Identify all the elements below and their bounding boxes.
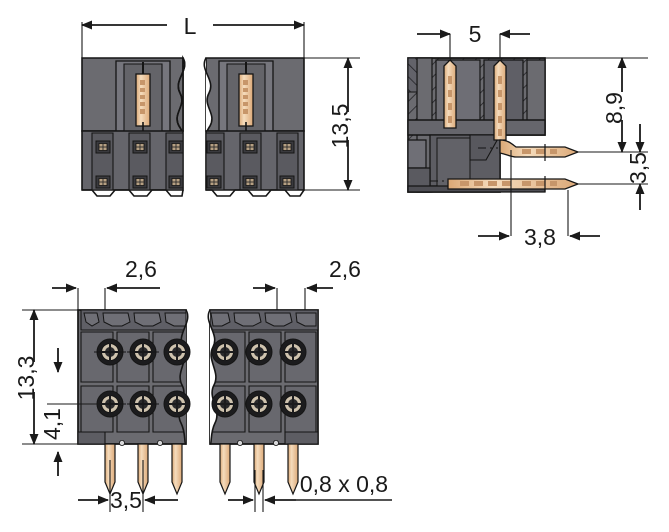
dimension-label-8-9: 8,9	[601, 92, 627, 124]
solder-pins-section	[430, 139, 580, 192]
dimension-label-2-6-right: 2,6	[329, 256, 361, 282]
dimension-label-0-8-x-0-8: 0,8 x 0,8	[300, 471, 388, 497]
contact-blade-section-1	[443, 59, 457, 129]
terminal-marks-right-upper	[206, 140, 295, 154]
pin-holes-right-lower	[211, 390, 307, 418]
dimension-3-5-bottom: 3,5	[78, 460, 178, 513]
dimension-13-3: 13,3	[13, 309, 80, 445]
dimension-label-L: L	[184, 13, 197, 39]
dimension-label-13-3: 13,3	[13, 356, 39, 401]
contact-blade-right	[238, 62, 254, 132]
dimension-label-13-5: 13,5	[327, 104, 353, 149]
terminal-marks-right-lower	[206, 175, 295, 189]
contact-blade-left	[135, 62, 151, 132]
terminal-marks-left-lower	[95, 175, 184, 189]
pin-holes-left-upper	[94, 338, 191, 366]
solder-pins-right	[219, 443, 299, 496]
pin-holes-right-upper	[211, 338, 307, 366]
dimension-label-5: 5	[469, 21, 482, 47]
dimension-label-2-6-left: 2,6	[125, 256, 157, 282]
front-view-right-segment	[203, 57, 305, 197]
dimension-8-9: 8,9	[545, 57, 648, 153]
connector-body-section	[407, 57, 546, 193]
contact-blade-section-2	[493, 59, 507, 141]
dimension-0-8-x-0-8: 0,8 x 0,8	[228, 470, 392, 512]
side-section-view: 5	[407, 21, 651, 250]
dimension-4-1: 4,1	[39, 348, 110, 476]
dimension-3-5-side: 3,5	[578, 124, 651, 210]
bottom-view-left-segment	[77, 309, 191, 496]
front-view: L	[81, 13, 360, 197]
terminal-marks-left-upper	[95, 140, 184, 154]
bottom-view: 2,6 2,6	[13, 256, 392, 513]
dimension-L: L	[81, 13, 305, 58]
dimension-label-3-5-side: 3,5	[625, 152, 651, 184]
dimension-label-3-8: 3,8	[524, 224, 556, 250]
dimension-label-3-5-bottom: 3,5	[110, 487, 142, 513]
bottom-view-right-segment	[207, 309, 319, 496]
dimension-13-5: 13,5	[304, 57, 360, 191]
dimension-3-8: 3,8	[478, 150, 600, 250]
front-view-left-segment	[81, 55, 186, 197]
contact-blades-section	[443, 59, 507, 141]
dimension-label-4-1: 4,1	[39, 408, 65, 440]
